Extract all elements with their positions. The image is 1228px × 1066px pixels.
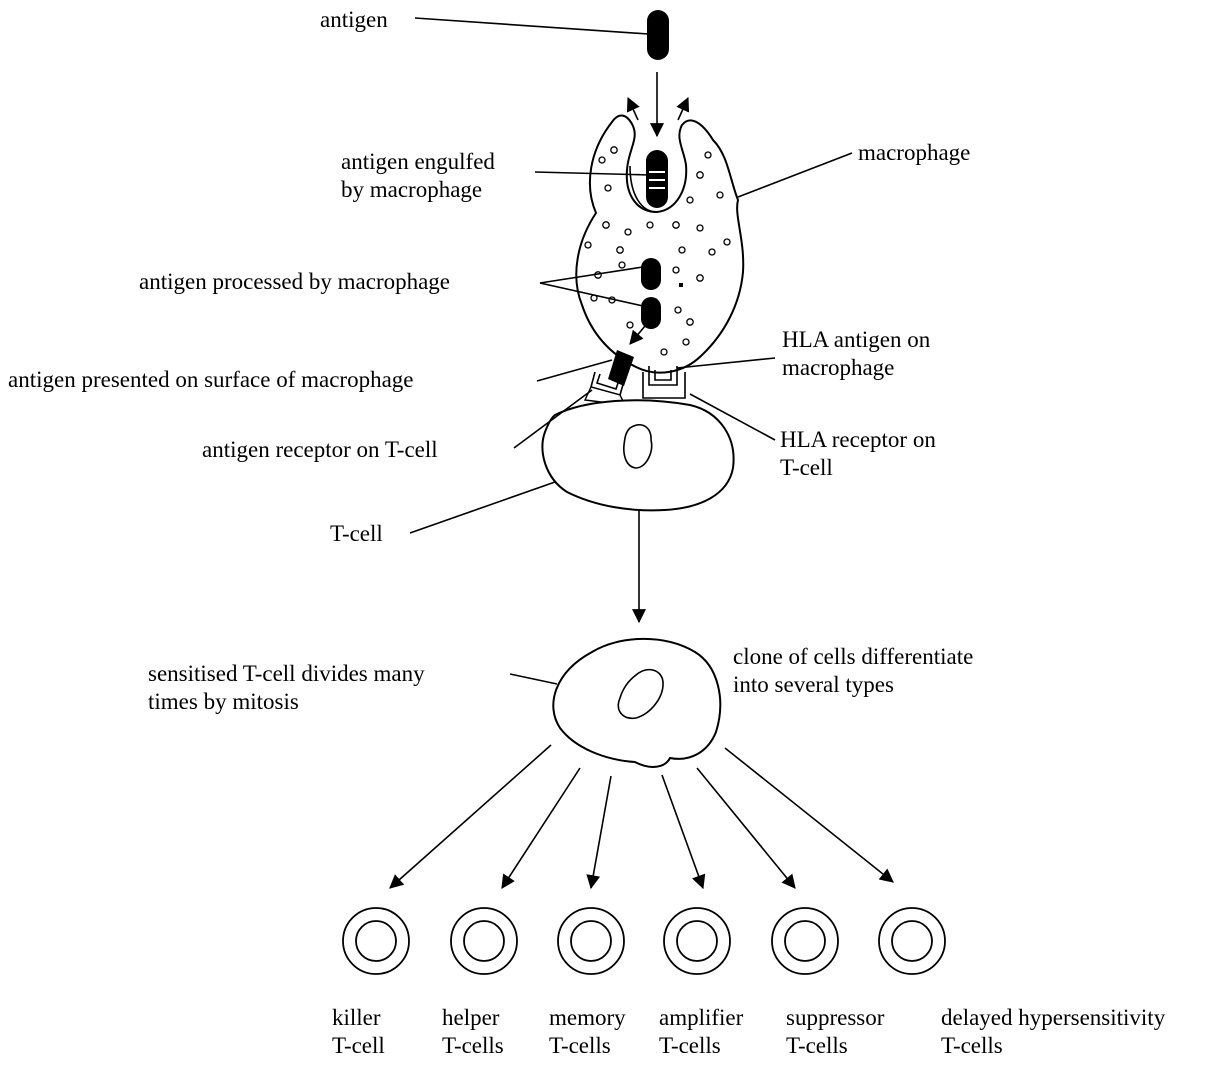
amplifier-cell	[663, 907, 731, 975]
macrophage-label: macrophage	[858, 140, 971, 165]
arrow-memory	[586, 775, 612, 890]
hla-antigen-inner	[654, 370, 672, 381]
free-antigen	[647, 10, 669, 60]
antigen-receptor-inner	[595, 373, 620, 390]
processed-leader-2	[539, 282, 644, 307]
hla-antigen-leader	[676, 357, 776, 369]
memory-cell	[557, 907, 625, 975]
antigen-receptor-label: antigen receptor on T-cell	[202, 437, 438, 462]
processed-label: antigen processed by macrophage	[139, 269, 451, 294]
delayed-cell	[878, 907, 946, 975]
arrow-pseudopod-left	[626, 96, 640, 121]
killer-cell	[342, 907, 410, 975]
antigen-leader	[414, 17, 649, 35]
antigen-receptor-leader	[513, 389, 593, 449]
helper-cell	[450, 907, 518, 975]
arrow-killer	[389, 744, 552, 889]
presented-antigen	[608, 350, 634, 386]
presented-leader	[536, 359, 613, 382]
arrow-pseudopod-right	[676, 96, 690, 121]
t-cell	[541, 399, 735, 512]
arrow-amplifier	[661, 774, 706, 890]
presented-label: antigen presented on surface of macropha…	[8, 367, 414, 392]
macrophage-cell	[575, 114, 745, 374]
hla-antigen	[648, 366, 678, 386]
arrow-delayed	[724, 747, 894, 883]
processed-antigen-1	[641, 258, 661, 290]
hla-receptor-leader	[689, 393, 776, 441]
suppressor-cell	[771, 907, 839, 975]
t-cell-leader	[409, 481, 556, 534]
sensitised-nucleus	[617, 668, 664, 720]
t-cell-nucleus	[623, 424, 653, 469]
processed-antigen-2	[641, 297, 661, 329]
hla-receptor	[642, 372, 686, 399]
processed-dot	[679, 283, 683, 287]
arrow-helper	[501, 767, 581, 889]
sensitised-t-cell	[552, 637, 722, 768]
engulfed-leader	[534, 171, 651, 176]
processed-leader-1	[539, 266, 644, 284]
arrow-suppressor	[696, 767, 796, 889]
t-cell-label: T-cell	[330, 521, 383, 546]
antigen-label: antigen	[320, 7, 388, 32]
sensitised-leader	[509, 673, 558, 685]
arrow-to-surface	[629, 319, 651, 345]
macrophage-leader	[737, 152, 853, 198]
